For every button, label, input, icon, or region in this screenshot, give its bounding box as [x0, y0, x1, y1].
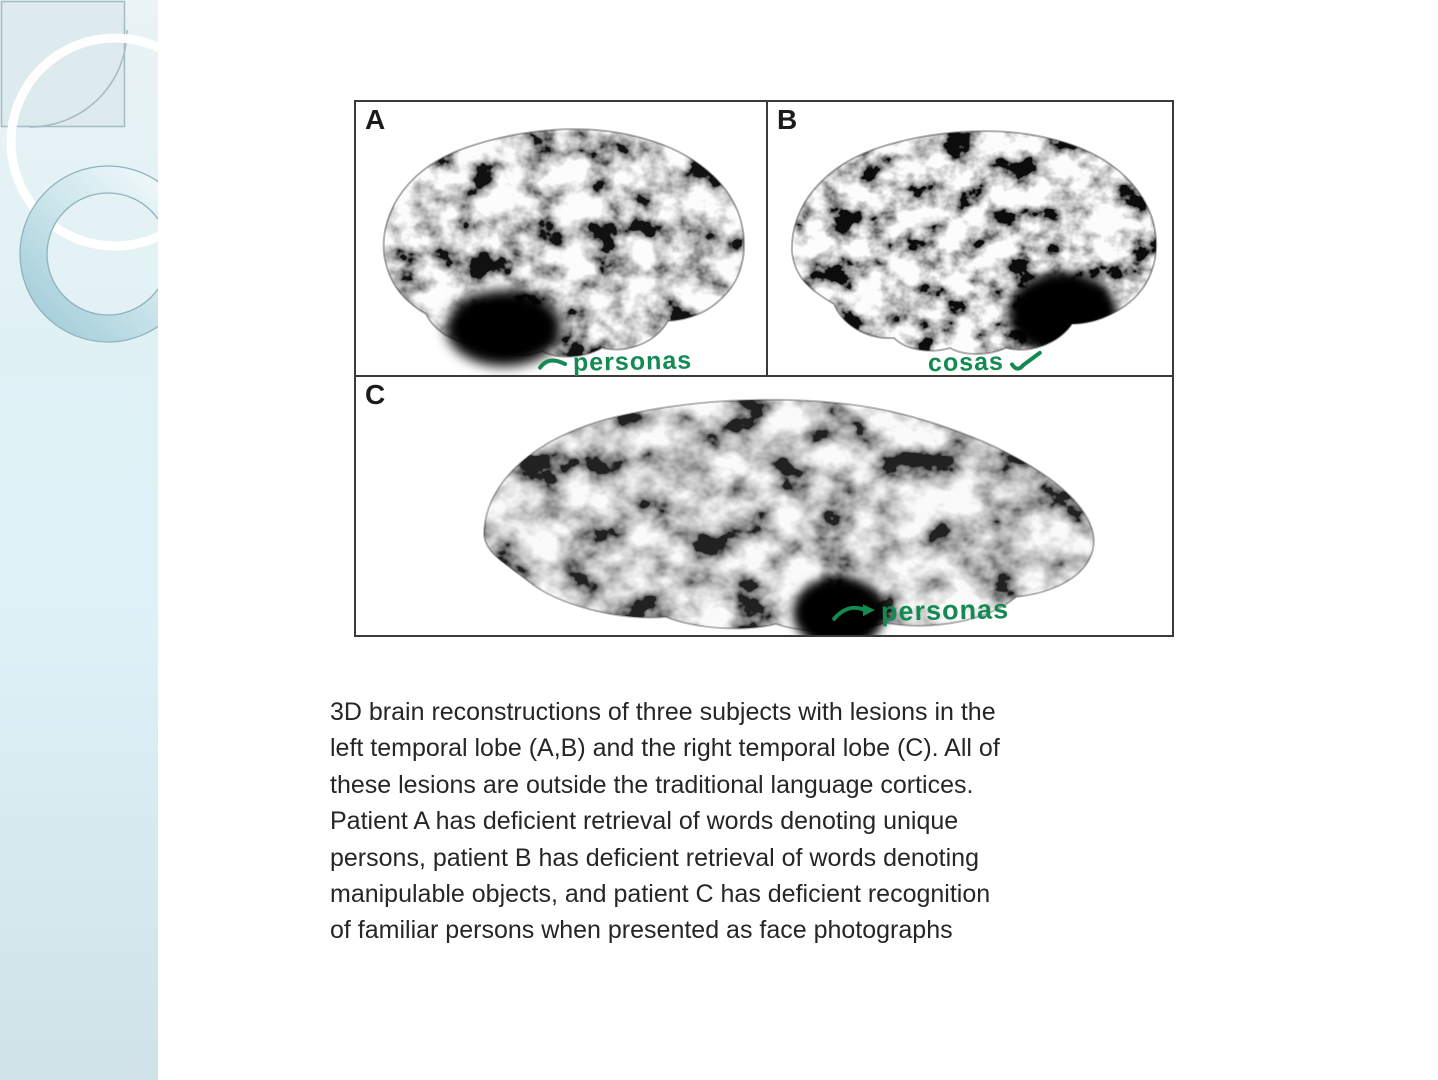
- panel-a: A: [356, 102, 768, 378]
- caption-line: 3D brain reconstructions of three subjec…: [330, 698, 996, 726]
- panel-c-label: C: [365, 379, 386, 410]
- brain-b-outline: [790, 130, 1158, 355]
- figure-box: A: [354, 100, 1174, 637]
- annotation-cosas-b: cosas: [928, 347, 1045, 378]
- caption-line: persons, patient B has deficient retriev…: [330, 843, 979, 872]
- panel-c: C: [356, 375, 1172, 635]
- brain-b-image: [790, 130, 1158, 355]
- lesion-b: [1009, 272, 1117, 354]
- annotation-personas-a: personas: [538, 346, 693, 378]
- brain-c-outline: [482, 398, 1095, 633]
- curved-arrow-icon: [832, 603, 875, 621]
- annotation-a-text: personas: [572, 346, 693, 377]
- caption-line: manipulable objects, and patient C has d…: [330, 880, 991, 909]
- caption-line: these lesions are outside the traditiona…: [330, 770, 974, 799]
- sidebar-background: [0, 0, 158, 1080]
- brain-a-image: [382, 128, 745, 366]
- white-circle-ornament: [6, 33, 158, 251]
- squiggle-arrow-icon: [538, 357, 568, 370]
- sidebar-ornaments-svg: [0, 0, 158, 1080]
- panel-b: B: [768, 102, 1172, 378]
- caption-line: Patient A has deficient retrieval of wor…: [330, 807, 959, 836]
- caption-line: left temporal lobe (A,B) and the right t…: [330, 734, 1000, 763]
- teal-ring-inner-edge: [46, 192, 158, 316]
- panel-a-label: A: [365, 104, 386, 135]
- annotation-personas-c: personas: [832, 594, 1010, 629]
- teal-ring-ornament: [20, 166, 158, 342]
- lesion-a: [446, 290, 562, 366]
- arc-ornament: [29, 29, 128, 128]
- lesion-c: [793, 577, 885, 635]
- sidebar-decoration: [0, 0, 158, 1080]
- panel-b-label: B: [777, 104, 798, 135]
- figure-top-row: A: [356, 102, 1172, 378]
- figure-caption: 3D brain reconstructions of three subjec…: [330, 694, 1000, 949]
- annotation-b-text: cosas: [927, 347, 1005, 378]
- caption-line: of familiar persons when presented as fa…: [330, 916, 953, 945]
- annotation-c-text: personas: [880, 594, 1010, 627]
- teal-ring-outer-edge: [19, 165, 158, 343]
- brain-c-image: [482, 398, 1095, 635]
- check-arrow-icon: [1009, 350, 1042, 371]
